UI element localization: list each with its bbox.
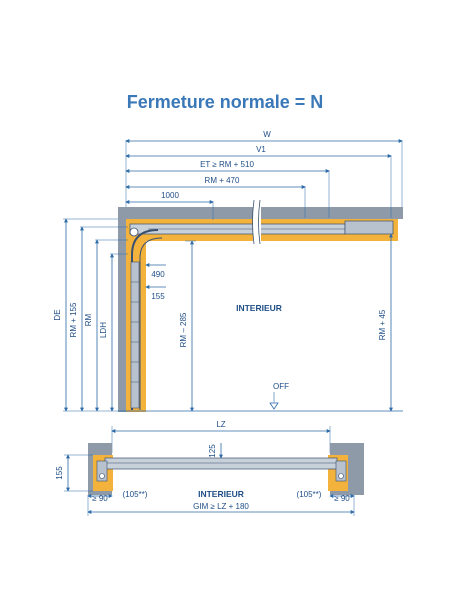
dim-plan-155: 155 [55,466,64,480]
min-right: ≥ 90 [334,494,350,503]
dim-ldh: LDH [99,322,108,338]
elevation-view: W V1 ET ≥ RM + 510 RM + 470 1000 DE RM +… [53,130,403,412]
dim-rm285: RM – 285 [179,312,188,347]
plan-view: LZ 125 155 ≥ 90 (1 [55,420,364,516]
dim-rm: RM [84,313,93,326]
motor-unit [344,220,394,235]
dim-1000: 1000 [161,191,179,200]
dim-125: 125 [208,444,217,458]
dim-rm45: RM + 45 [378,309,387,340]
dim-lz: LZ [216,420,225,429]
dim-gim: GIM ≥ LZ + 180 [193,502,249,511]
dim-w: W [263,130,271,139]
spring-shaft [129,227,139,237]
dim-de: DE [53,309,62,320]
min-left: ≥ 90 [92,494,108,503]
dim-v1: V1 [256,145,266,154]
room-label-elevation: INTERIEUR [236,303,282,313]
dim-rm155: RM + 155 [69,302,78,337]
plan-door-beam [104,457,338,470]
floor-label: OFF [273,382,289,391]
page-title: Fermeture normale = N [126,92,324,112]
curved-track [131,229,159,410]
left-wall [118,219,126,412]
dim-et: ET ≥ RM + 510 [200,160,254,169]
dim-490: 490 [151,270,165,279]
dim-rm470: RM + 470 [205,176,240,185]
door-panels [130,261,140,409]
note-right: (105**) [297,490,322,499]
room-label-plan: INTERIEUR [198,489,244,499]
dim-155: 155 [151,292,165,301]
note-left: (105**) [123,490,148,499]
